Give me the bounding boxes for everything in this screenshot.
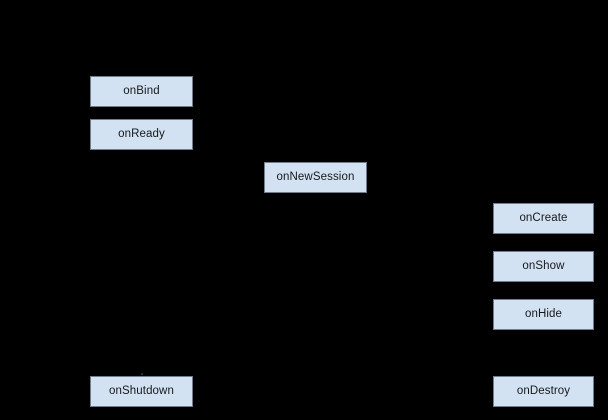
node-label-on-destroy: onDestroy xyxy=(516,384,571,397)
node-label-on-create: onCreate xyxy=(519,211,568,224)
node-on-shutdown[interactable]: onShutdown xyxy=(90,376,193,407)
node-on-destroy[interactable]: onDestroy xyxy=(493,376,594,407)
node-label-on-ready: onReady xyxy=(118,127,165,140)
node-on-hide[interactable]: onHide xyxy=(493,299,594,330)
node-on-ready[interactable]: onReady xyxy=(90,119,193,150)
node-on-show[interactable]: onShow xyxy=(493,251,594,282)
node-on-new-session[interactable]: onNewSession xyxy=(264,162,367,193)
node-on-create[interactable]: onCreate xyxy=(493,203,594,234)
node-label-on-new-session: onNewSession xyxy=(276,170,355,183)
node-label-on-shutdown: onShutdown xyxy=(109,384,174,397)
node-label-on-show: onShow xyxy=(522,259,565,272)
node-label-on-bind: onBind xyxy=(123,84,160,97)
node-label-on-hide: onHide xyxy=(524,307,563,320)
connector-stub-above-shutdown xyxy=(141,373,143,375)
node-on-bind[interactable]: onBind xyxy=(90,76,193,107)
